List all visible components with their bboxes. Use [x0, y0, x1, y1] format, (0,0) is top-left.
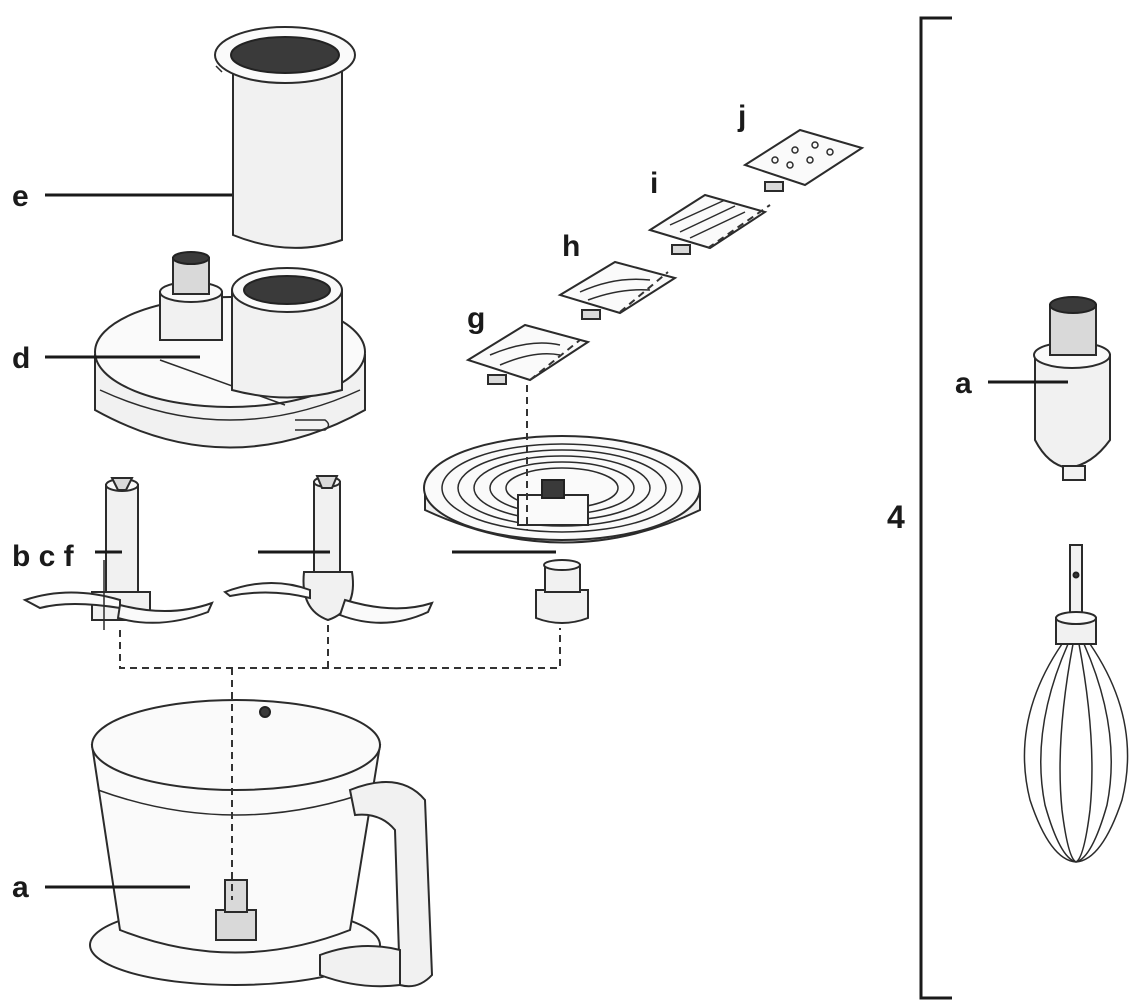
group-bracket — [919, 16, 952, 1000]
label-a-coupler: a — [955, 367, 972, 400]
label-group-4: 4 — [887, 499, 905, 535]
grating-disc-icon — [742, 128, 865, 192]
chopping-blade-icon — [22, 477, 214, 630]
label-a-bowl: a — [12, 871, 29, 904]
label-e: e — [12, 180, 29, 213]
whisk-coupler-icon — [1033, 296, 1111, 481]
bowl-lid-icon — [94, 251, 366, 449]
bowl-icon — [89, 699, 434, 988]
leader-lines — [45, 193, 1068, 889]
label-b-c-f: b c f — [12, 540, 75, 573]
label-d: d — [12, 342, 30, 375]
slicing-disc-icon — [465, 323, 591, 385]
label-j: j — [737, 100, 746, 133]
label-h: h — [562, 230, 580, 263]
disc-holder-icon — [423, 435, 701, 624]
grating-disc-icon — [647, 193, 768, 255]
chopping-blade-icon — [223, 475, 434, 624]
label-i: i — [650, 167, 658, 200]
assembly-lines — [119, 204, 771, 900]
slicing-disc-icon — [557, 260, 678, 320]
whisk-icon — [1023, 544, 1129, 863]
label-g: g — [467, 302, 485, 335]
pusher-icon — [214, 26, 356, 249]
